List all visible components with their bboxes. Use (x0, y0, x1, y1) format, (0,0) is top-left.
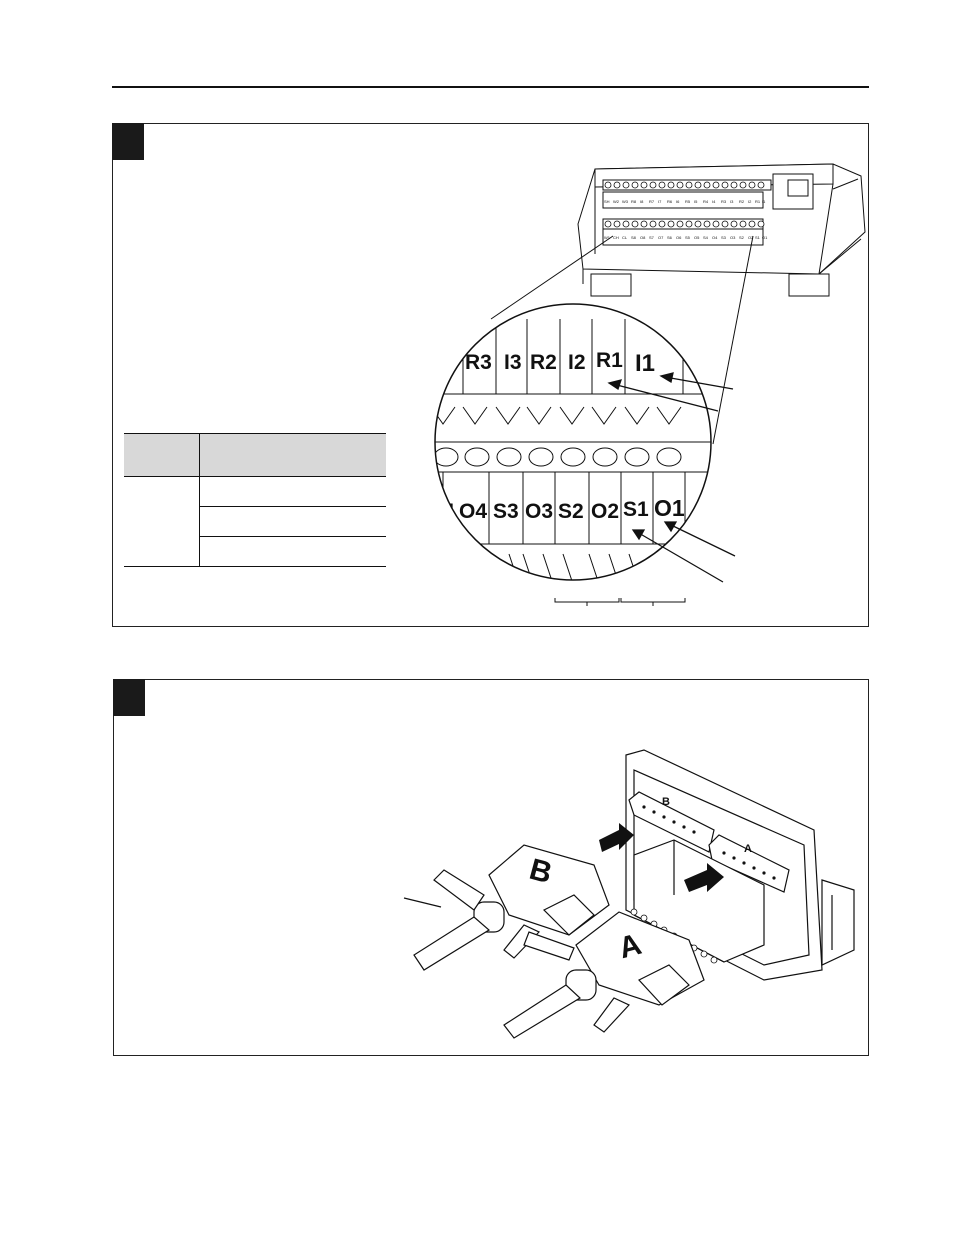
callout-arrow-r1 (612, 383, 719, 412)
table-row (124, 476, 386, 567)
mag-bottom-label-s1: S1 (623, 498, 649, 521)
board-label-a: A (744, 843, 752, 855)
mag-bottom-label-s3: S3 (493, 500, 519, 523)
step-number-badge (112, 123, 144, 160)
table-cell (296, 536, 386, 567)
header-rule (112, 86, 869, 88)
module-bottom-label: S5 (685, 235, 691, 240)
module-top-label: R3 (721, 199, 727, 204)
mag-top-label-r1: R1 (596, 349, 623, 372)
module-bottom-label: O1 (762, 235, 768, 240)
mag-top-label-i2: I2 (568, 351, 586, 374)
callout-arrow-o1 (668, 523, 736, 557)
terminal-module-illustration: SH W2 W3 R8 I8 R7 I7 R6 I6 R5 I5 R4 I4 R… (434, 163, 866, 606)
module-top-label: I4 (712, 199, 716, 204)
mag-bottom-label-s2: S2 (558, 500, 584, 523)
module-bottom-label: S7 (649, 235, 655, 240)
cable-connection-illustration: B A B A (403, 749, 855, 1039)
table-cell (199, 476, 260, 507)
grouping-brackets (554, 598, 686, 606)
module-top-label: I1 (762, 199, 766, 204)
module-screw-row-bottom (604, 220, 765, 228)
module-bottom-label: S1 (755, 235, 761, 240)
insertion-arrows (599, 823, 724, 892)
table-cell (296, 476, 386, 507)
mag-top-label-i1: I1 (635, 350, 655, 377)
module-top-label: W3 (622, 199, 629, 204)
table-header-row (124, 433, 386, 477)
zoom-line-left (490, 235, 614, 320)
module-bottom-label: O5 (694, 235, 700, 240)
table-header-cell (259, 433, 297, 477)
module-bottom-labels: W1 CH CL S8 O8 S7 O7 S6 O6 S5 O5 S4 O4 S… (604, 235, 768, 240)
module-top-label: R8 (631, 199, 637, 204)
module-top-label: R5 (685, 199, 691, 204)
table-cell (259, 536, 297, 567)
module-top-label: I3 (730, 199, 734, 204)
mag-top-label-i3: I3 (504, 351, 522, 374)
mag-bottom-label-o1: O1 (654, 495, 685, 521)
step-panel-2: B A B A (113, 679, 869, 1056)
table-header-cell (124, 433, 201, 477)
table-cell (296, 506, 386, 537)
module-top-label: W2 (613, 199, 620, 204)
step-panel-1: SH W2 W3 R8 I8 R7 I7 R6 I6 R5 I5 R4 I4 R… (112, 123, 869, 627)
module-bottom-label: S2 (739, 235, 745, 240)
table-header-cell (296, 433, 386, 477)
callout-arrow-s1 (636, 531, 724, 583)
module-top-label: I6 (676, 199, 680, 204)
module-bottom-label: S8 (631, 235, 637, 240)
module-top-label: SH (604, 199, 610, 204)
mag-bottom-label-o4: O4 (459, 500, 487, 523)
table-cell (124, 476, 201, 567)
module-bottom-label: O2 (748, 235, 754, 240)
module-top-labels: SH W2 W3 R8 I8 R7 I7 R6 I6 R5 I5 R4 I4 R… (604, 199, 766, 204)
table-cell (259, 476, 297, 507)
zoom-line-right (712, 235, 754, 445)
module-top-label: R2 (739, 199, 745, 204)
module-top-label: R1 (755, 199, 761, 204)
mag-top-label-r3: R3 (465, 351, 492, 374)
module-bottom-label: CH (613, 235, 619, 240)
table-cell (199, 506, 260, 537)
mag-bottom-label-o2: O2 (591, 500, 619, 523)
table-cell (259, 506, 297, 537)
module-top-label: I5 (694, 199, 698, 204)
module-top-label: I2 (748, 199, 752, 204)
module-top-label: R6 (667, 199, 673, 204)
table-cell (199, 536, 260, 567)
module-top-label: I7 (658, 199, 662, 204)
module-bottom-label: W1 (604, 235, 611, 240)
mag-bottom-label-o3: O3 (525, 500, 553, 523)
board-connector-a (708, 834, 790, 893)
wiring-table (124, 433, 386, 567)
module-bottom-label: CL (622, 235, 628, 240)
board-label-b: B (662, 796, 670, 808)
module-top-label: R4 (703, 199, 709, 204)
table-row (124, 536, 386, 567)
callout-arrow-i1 (664, 376, 734, 390)
module-bottom-label: O4 (712, 235, 718, 240)
module-top-label: R7 (649, 199, 655, 204)
table-header-cell (199, 433, 260, 477)
module-bottom-label: S4 (703, 235, 709, 240)
module-bottom-label: O3 (730, 235, 736, 240)
table-row (124, 506, 386, 537)
module-top-label: I8 (640, 199, 644, 204)
callout-leader-line (403, 897, 442, 908)
board-connector-b (628, 791, 715, 853)
insert-arrow-b (599, 823, 634, 852)
insert-arrow-a (684, 863, 724, 892)
mag-top-label-r2: R2 (530, 351, 557, 374)
module-bottom-label: O8 (640, 235, 646, 240)
module-bottom-label: O6 (676, 235, 682, 240)
module-bottom-label: S6 (667, 235, 673, 240)
module-bottom-label: O7 (658, 235, 664, 240)
module-bottom-label: S3 (721, 235, 727, 240)
module-screw-row-top (604, 181, 765, 189)
step-number-badge (113, 679, 145, 716)
